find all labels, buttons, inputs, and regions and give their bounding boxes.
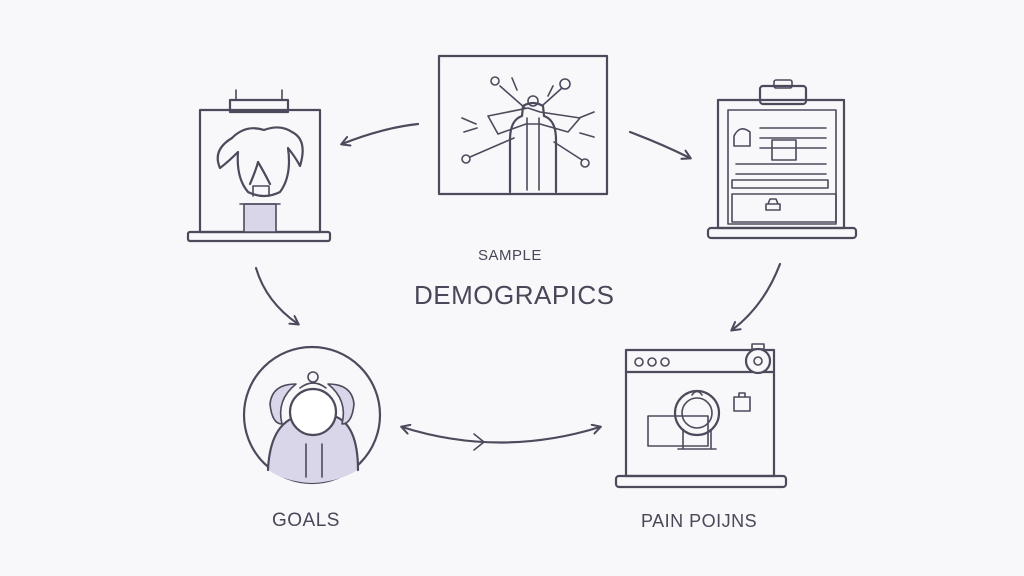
clipboard-laptop-icon xyxy=(706,79,858,240)
browser-laptop-icon xyxy=(614,343,788,489)
arrow-goals-pain-bidirectional xyxy=(402,427,600,444)
target-persona-frame-icon xyxy=(437,54,609,196)
person-circle-icon xyxy=(242,345,382,485)
arrow-right-to-pain xyxy=(732,262,782,330)
arrow-left-to-goals xyxy=(254,266,298,324)
cycle-arrows xyxy=(254,122,782,451)
goals-label: GOALS xyxy=(272,510,340,531)
arrow-top-to-right xyxy=(628,130,690,158)
center-subtitle: SAMPLE xyxy=(478,247,542,264)
profile-board-icon xyxy=(186,89,332,243)
arrow-top-to-left xyxy=(342,122,420,144)
pain-points-label: PAIN POIJNS xyxy=(641,511,758,531)
center-title: DEMOGRAPICS xyxy=(414,280,615,310)
